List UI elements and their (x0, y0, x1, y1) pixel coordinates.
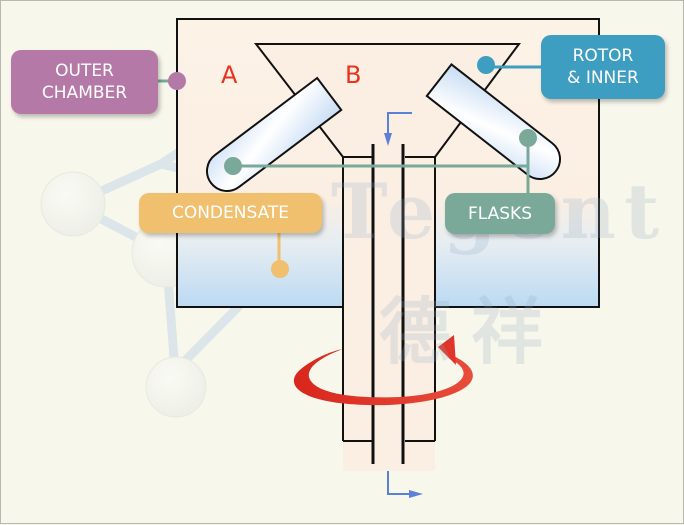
marker-a: A (221, 61, 238, 89)
rotor-outline (253, 43, 521, 441)
flasks-label: FLASKS (445, 193, 555, 234)
flask-left-pin (224, 157, 242, 175)
outer-chamber-label: OUTER CHAMBER (11, 50, 158, 114)
rotation-arrow (293, 335, 473, 406)
marker-b: B (345, 61, 362, 89)
watermark-chinese: 德祥 (379, 290, 564, 374)
flask-right-pin (519, 129, 537, 147)
outer-chamber-pin (168, 72, 186, 90)
condensate-label: CONDENSATE (139, 193, 322, 233)
condensate-pin (271, 260, 289, 278)
rotor-body (256, 44, 519, 471)
rotor-inner-pin (477, 56, 495, 74)
rotor-inner-label: ROTOR & INNER (541, 35, 665, 99)
flow-arrow-out (387, 471, 423, 498)
flow-arrow-in (384, 112, 412, 146)
